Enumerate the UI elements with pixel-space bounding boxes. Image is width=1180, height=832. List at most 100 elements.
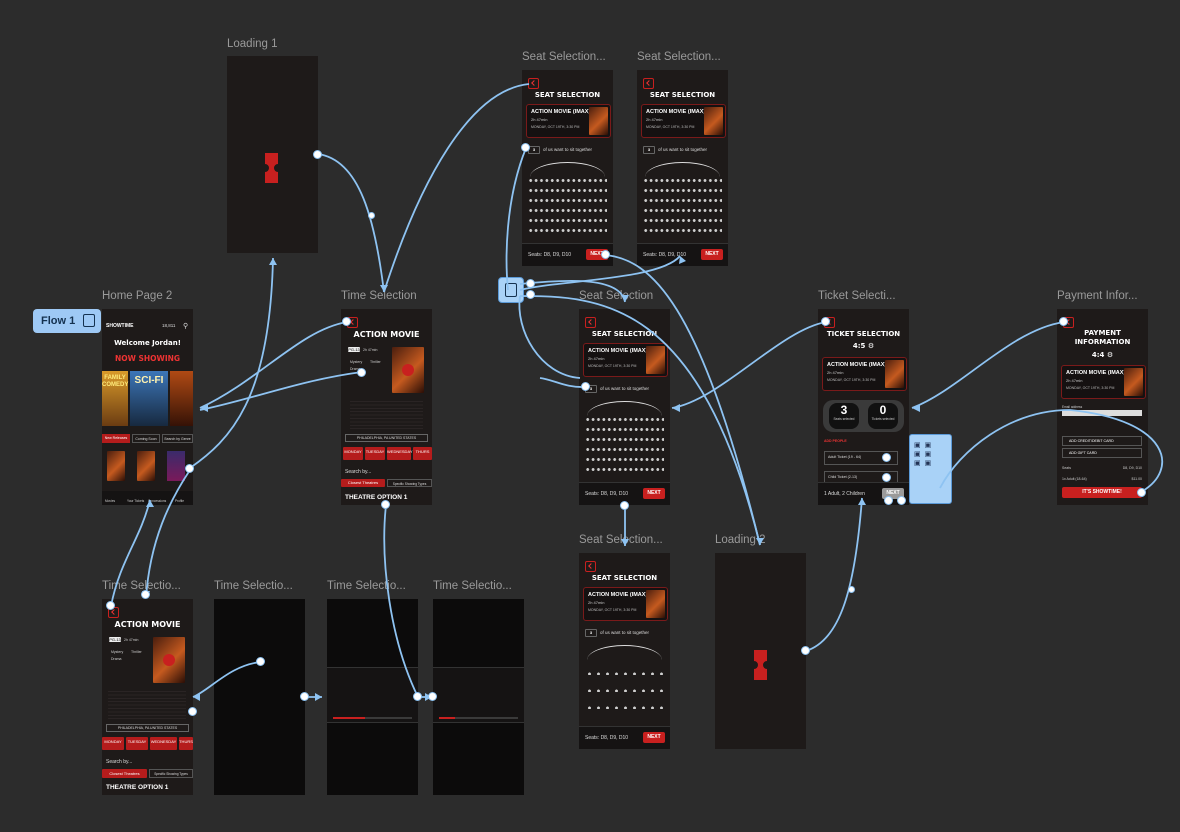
- tab-new-releases[interactable]: New Releases: [102, 434, 130, 443]
- connection-handle[interactable]: [521, 143, 530, 152]
- back-icon[interactable]: [643, 78, 654, 89]
- tab-coming-soon[interactable]: Coming Soon: [132, 434, 160, 443]
- seat-row[interactable]: [585, 671, 664, 675]
- connection-handle[interactable]: [381, 500, 390, 509]
- connection-handle[interactable]: [1137, 488, 1146, 497]
- frame-label-home[interactable]: Home Page 2: [102, 290, 173, 302]
- next-button[interactable]: NEXT: [701, 249, 723, 260]
- seat-row[interactable]: [585, 467, 664, 471]
- day-wednesday[interactable]: WEDNESDAY: [150, 737, 177, 750]
- frame-time-selection[interactable]: ACTION MOVIE PG-13 2h 47min Mystery Thri…: [341, 309, 432, 505]
- connection-handle[interactable]: [368, 212, 375, 219]
- checkout-button[interactable]: IT'S SHOWTIME!: [1062, 487, 1142, 498]
- connection-handle[interactable]: [413, 692, 422, 701]
- back-icon[interactable]: [585, 561, 596, 572]
- theatre-option-heading[interactable]: THEATRE OPTION 1: [106, 784, 169, 791]
- frame-label-payment[interactable]: Payment Infor...: [1057, 290, 1138, 302]
- frame-time-selection-5[interactable]: [433, 599, 524, 795]
- connection-handle[interactable]: [1059, 317, 1068, 326]
- frame-time-selection-3[interactable]: [214, 599, 305, 795]
- frame-label-loading-2[interactable]: Loading 2: [715, 534, 766, 546]
- nav-profile[interactable]: Profile: [175, 499, 185, 503]
- location-badge[interactable]: 18,811: [162, 323, 176, 328]
- play-trailer-icon[interactable]: [402, 364, 414, 376]
- frame-seat-selection-2[interactable]: SEAT SELECTION ACTION MOVIE (IMAX) 2h 47…: [637, 70, 728, 266]
- next-button[interactable]: NEXT: [586, 249, 608, 260]
- frame-seat-selection-1[interactable]: SEAT SELECTION ACTION MOVIE (IMAX) 2h 47…: [522, 70, 613, 266]
- flow-start-badge[interactable]: Flow 1: [33, 309, 101, 333]
- seat-row[interactable]: [643, 178, 722, 182]
- movie-thumb[interactable]: [167, 451, 185, 481]
- connection-handle[interactable]: [821, 317, 830, 326]
- theatre-option-heading[interactable]: THEATRE OPTION 1: [345, 494, 408, 501]
- frame-label-time-selection[interactable]: Time Selection: [341, 290, 417, 302]
- connection-handle[interactable]: [357, 368, 366, 377]
- day-tuesday[interactable]: TUESDAY: [126, 737, 148, 750]
- frame-label-time-5[interactable]: Time Selectio...: [433, 580, 512, 592]
- frame-label-seat-4[interactable]: Seat Selection...: [579, 534, 663, 546]
- day-thursday[interactable]: THURS: [179, 737, 193, 750]
- email-input[interactable]: [1062, 410, 1142, 416]
- back-icon[interactable]: [585, 317, 596, 328]
- frame-ticket-selection[interactable]: TICKET SELECTION 4:5 ⚙ ACTION MOVIE (IMA…: [818, 309, 909, 505]
- connection-handle[interactable]: [801, 646, 810, 655]
- frame-time-selection-4[interactable]: [327, 599, 418, 795]
- connection-handle[interactable]: [882, 453, 891, 462]
- seat-row[interactable]: [585, 417, 664, 421]
- connection-handle[interactable]: [526, 290, 535, 299]
- seat-row[interactable]: [528, 228, 607, 232]
- nav-movies[interactable]: Movies: [105, 499, 116, 503]
- filter-closest[interactable]: Closest Theatres: [102, 769, 147, 778]
- frame-home-page[interactable]: SHOWTIME 18,811 ⚲ Welcome Jordan! NOW SH…: [102, 309, 193, 505]
- adult-ticket-row[interactable]: Adult Ticket (19 - 64): [824, 451, 898, 465]
- day-thursday[interactable]: THURS: [413, 447, 432, 460]
- connection-handle[interactable]: [848, 586, 855, 593]
- connection-handle[interactable]: [106, 601, 115, 610]
- add-gift-card-button[interactable]: ADD GIFT CARD: [1062, 448, 1142, 458]
- poster-action[interactable]: [170, 371, 193, 426]
- connection-handle[interactable]: [581, 382, 590, 391]
- filter-showing-types[interactable]: Specific Showing Types: [149, 769, 193, 778]
- frame-label-time-2[interactable]: Time Selectio...: [102, 580, 181, 592]
- nav-concessions[interactable]: Concessions: [148, 499, 167, 503]
- seat-row[interactable]: [528, 178, 607, 182]
- frame-loading-2[interactable]: [715, 553, 806, 749]
- connection-handle[interactable]: [313, 150, 322, 159]
- next-button[interactable]: NEXT: [643, 732, 665, 743]
- seat-row[interactable]: [643, 198, 722, 202]
- movie-thumb[interactable]: [137, 451, 155, 481]
- nav-tickets[interactable]: Your Tickets: [127, 499, 145, 503]
- connection-handle[interactable]: [526, 279, 535, 288]
- seat-row[interactable]: [585, 437, 664, 441]
- search-icon[interactable]: ⚲: [183, 323, 189, 330]
- seat-row[interactable]: [585, 688, 664, 692]
- frame-seat-selection-3[interactable]: SEAT SELECTION ACTION MOVIE (IMAX) 2h 47…: [579, 309, 670, 505]
- poster-family-comedy[interactable]: FAMILY COMEDY: [102, 371, 128, 426]
- connection-handle[interactable]: [884, 496, 893, 505]
- frame-label-ticket[interactable]: Ticket Selecti...: [818, 290, 896, 302]
- connection-handle[interactable]: [300, 692, 309, 701]
- frame-time-selection-2[interactable]: ACTION MOVIE PG-13 2h 47min Mystery Thri…: [102, 599, 193, 795]
- connection-handle[interactable]: [256, 657, 265, 666]
- filter-closest[interactable]: Closest Theatres: [341, 479, 385, 487]
- interaction-node[interactable]: [498, 277, 524, 303]
- seat-row[interactable]: [585, 457, 664, 461]
- connection-handle[interactable]: [141, 590, 150, 599]
- frame-label-time-3[interactable]: Time Selectio...: [214, 580, 293, 592]
- connection-handle[interactable]: [601, 250, 610, 259]
- seat-row[interactable]: [585, 705, 664, 709]
- tab-search-genre[interactable]: Search by Genre: [162, 434, 193, 443]
- frame-label-seat-3[interactable]: Seat Selection: [579, 290, 654, 302]
- seat-row[interactable]: [528, 188, 607, 192]
- add-card-button[interactable]: ADD CREDIT/DEBIT CARD: [1062, 436, 1142, 446]
- frame-loading-1[interactable]: [227, 56, 318, 253]
- seat-row[interactable]: [643, 208, 722, 212]
- seat-row[interactable]: [585, 447, 664, 451]
- frame-label-time-4[interactable]: Time Selectio...: [327, 580, 406, 592]
- connection-handle[interactable]: [620, 501, 629, 510]
- frame-payment-information[interactable]: PAYMENT INFORMATION 4:4 ⚙ ACTION MOVIE (…: [1057, 309, 1148, 505]
- next-button[interactable]: NEXT: [643, 488, 665, 499]
